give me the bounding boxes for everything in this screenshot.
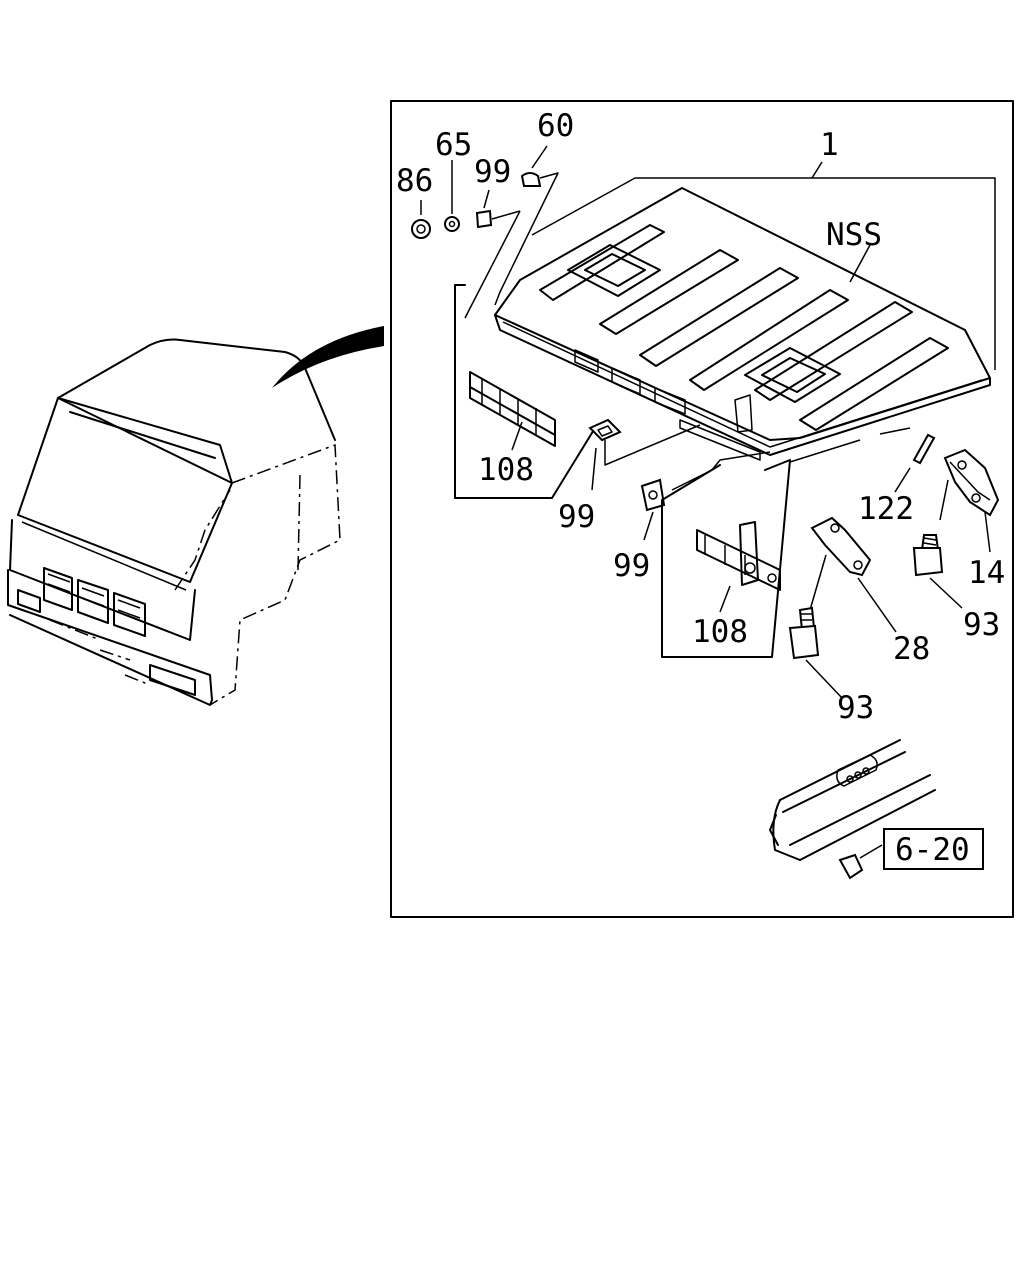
nut-86 — [411, 219, 431, 239]
callout-28: 28 — [893, 631, 930, 667]
bolt-60 — [520, 172, 542, 187]
callout-1: 1 — [820, 127, 839, 163]
callout-14: 14 — [968, 555, 1005, 591]
callout-60: 60 — [537, 108, 574, 144]
detail-frame — [390, 100, 1014, 918]
fasteners-group — [411, 145, 559, 319]
clip-99-mid — [588, 418, 701, 491]
clip-99-low — [640, 451, 771, 541]
frame-section — [769, 739, 936, 880]
callout-108-low: 108 — [692, 614, 748, 650]
callout-65: 65 — [435, 127, 472, 163]
reference-label: 6-20 — [895, 832, 970, 868]
callout-nss: NSS — [826, 217, 882, 253]
bolt-93-right — [912, 534, 963, 609]
bracket-14 — [939, 448, 1000, 553]
callout-108-left: 108 — [478, 452, 534, 488]
callout-labels: 1 60 65 86 99 NSS 108 99 99 122 14 93 28… — [396, 108, 1005, 726]
callout-99-mid: 99 — [558, 499, 595, 535]
callout-86: 86 — [396, 163, 433, 199]
reference-box-6-20[interactable]: 6-20 — [883, 828, 984, 870]
clip-99-top — [475, 209, 493, 229]
bracket-28 — [809, 516, 897, 633]
callout-93-right: 93 — [963, 607, 1000, 643]
bolt-93-low — [788, 606, 843, 699]
callout-93-low: 93 — [837, 690, 874, 726]
callout-122: 122 — [858, 491, 914, 527]
truck-cab-illustration — [7, 326, 384, 706]
washer-65 — [444, 216, 460, 232]
roof-panel — [494, 161, 996, 461]
rod-122 — [789, 427, 936, 493]
bracket-108-low — [661, 459, 791, 658]
bracket-108-left — [454, 284, 596, 499]
callout-99-top: 99 — [474, 154, 511, 190]
callout-99-low: 99 — [613, 548, 650, 584]
